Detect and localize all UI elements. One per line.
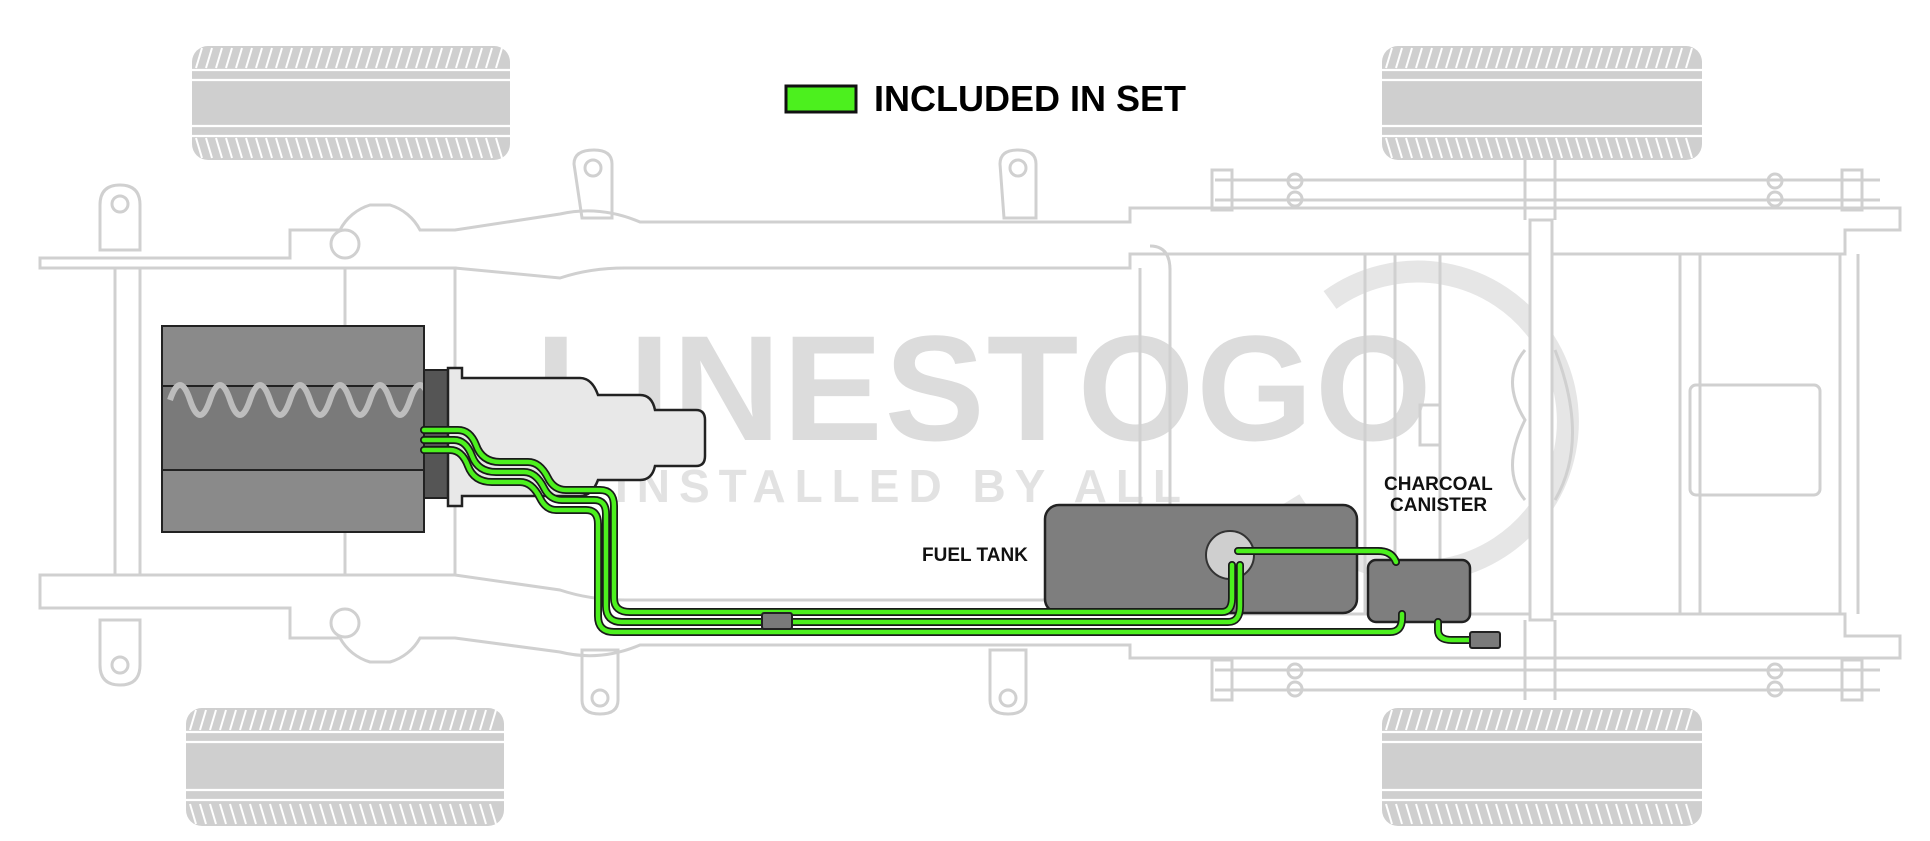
legend-label: INCLUDED IN SET	[874, 78, 1186, 119]
tire-tread-pattern	[189, 47, 1693, 825]
fuel-tank-label: FUEL TANK	[922, 545, 1028, 566]
legend-swatch	[784, 84, 858, 114]
tire-front-top	[192, 46, 510, 160]
tire-front-bottom	[186, 708, 504, 826]
purge-fitting	[1469, 631, 1501, 649]
tire-rear-bottom	[1382, 708, 1702, 826]
charcoal-canister-label-line1: CHARCOAL	[1384, 474, 1493, 495]
engine	[161, 325, 449, 533]
fuel-filter	[761, 612, 793, 630]
tire-rear-top	[1382, 46, 1702, 160]
watermark-tagline: INSTALLED BY ALL	[615, 460, 1190, 512]
charcoal-canister-label-line2: CANISTER	[1390, 495, 1487, 516]
fuel-tank	[1043, 503, 1359, 615]
fuel-lines	[420, 426, 1501, 649]
charcoal-canister	[1366, 558, 1472, 624]
legend: INCLUDED IN SET	[784, 78, 1186, 119]
